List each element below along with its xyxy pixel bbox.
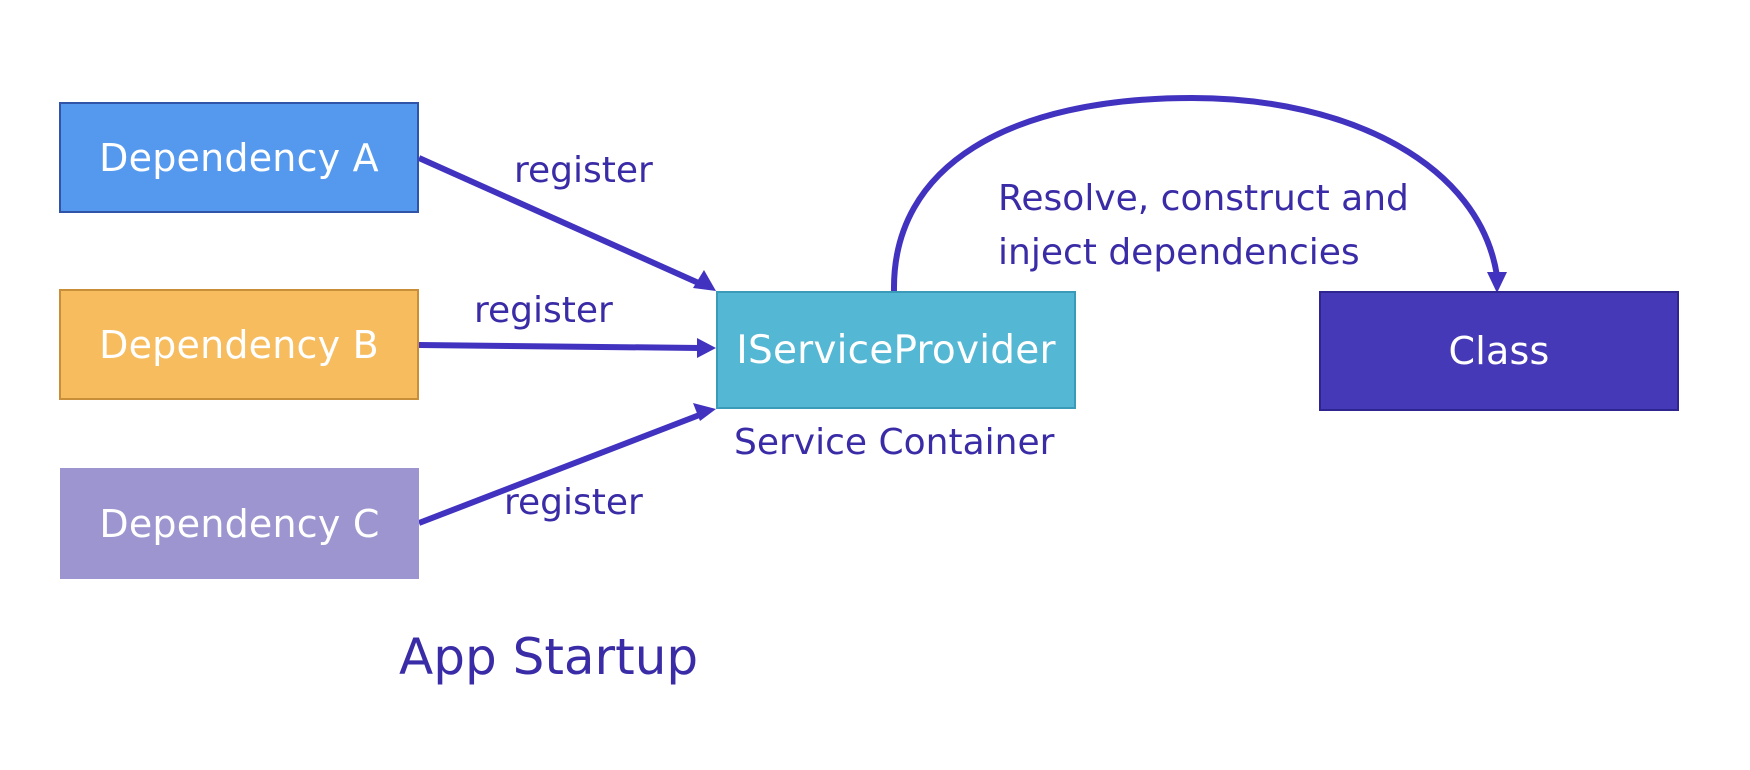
arrow-a-to-provider [417,155,705,288]
edge-label-resolve-line1: Resolve, construct and [998,178,1409,219]
arrow-c-to-provider [417,411,704,526]
edge-label-register-a: register [514,150,653,191]
caption-service-container: Service Container [734,422,1055,463]
arrowhead-a [693,270,716,291]
node-class: Class [1319,291,1679,411]
arrowhead-class [1487,272,1507,293]
node-dependency-a-label: Dependency A [99,135,379,180]
edge-label-register-c: register [504,482,643,523]
edge-label-register-b: register [474,290,613,331]
arrowhead-c [693,403,716,421]
arrow-provider-to-class [890,94,1500,292]
node-dependency-b: Dependency B [59,289,419,400]
node-dependency-a: Dependency A [59,102,419,213]
node-dependency-b-label: Dependency B [99,322,379,367]
node-dependency-c-label: Dependency C [99,501,380,546]
edge-label-resolve-line2: inject dependencies [998,232,1360,273]
arrow-b-to-provider [418,342,701,351]
arrowhead-b [697,338,716,358]
edge-label-resolve: Resolve, construct and inject dependenci… [998,172,1409,280]
node-class-label: Class [1448,329,1550,373]
node-service-provider-label: IServiceProvider [736,327,1056,373]
node-service-provider: IServiceProvider [716,291,1076,409]
caption-app-startup: App Startup [399,628,699,686]
node-dependency-c: Dependency C [60,468,419,579]
